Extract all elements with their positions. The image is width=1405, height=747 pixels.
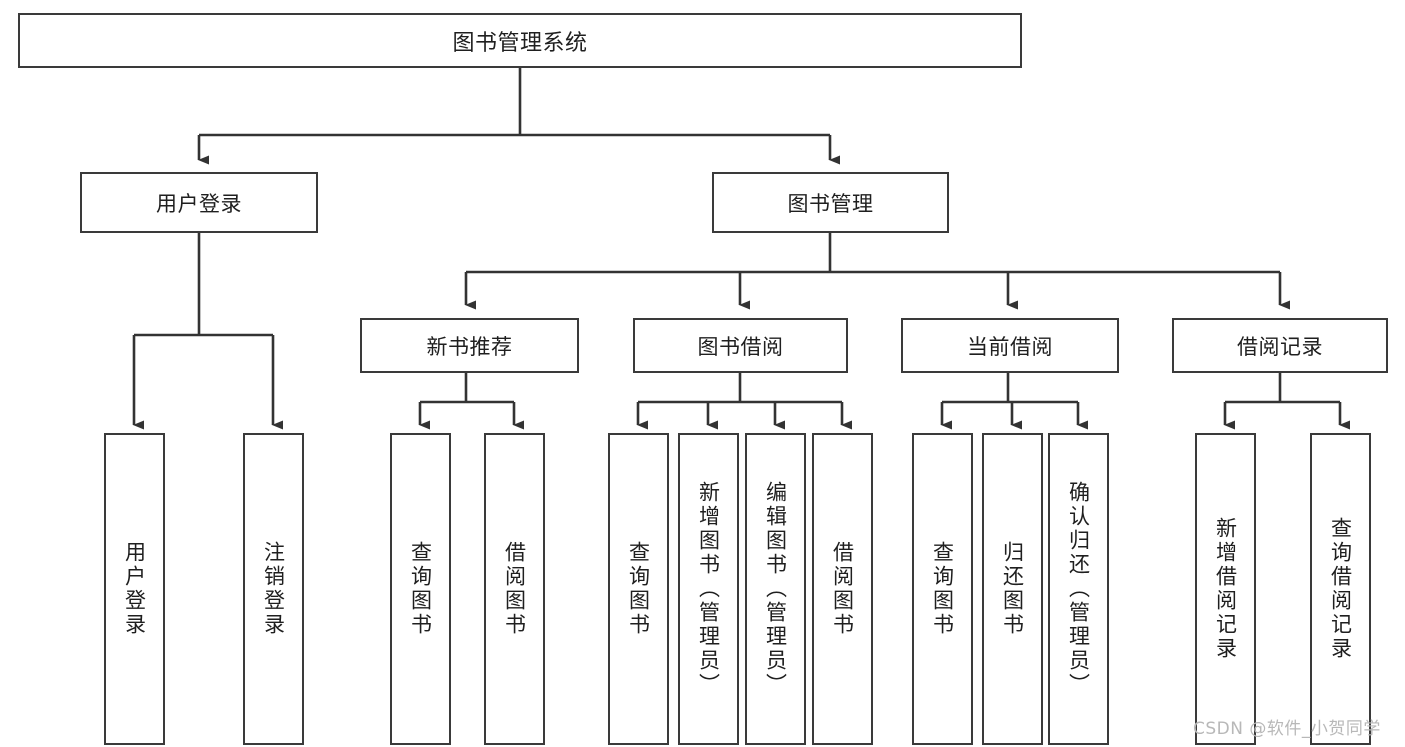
leaf-borrow-book-2-label: 借阅图书 — [830, 541, 855, 637]
node-borrow-record-label: 借阅记录 — [1237, 334, 1323, 359]
leaf-query-book-3-label: 查询图书 — [930, 541, 955, 637]
leaf-user-login[interactable]: 用户登录 — [104, 433, 165, 745]
leaf-add-record-label: 新增借阅记录 — [1213, 517, 1238, 661]
node-new-book-recommend-label: 新书推荐 — [426, 334, 513, 359]
leaf-logout-label: 注销登录 — [261, 541, 286, 637]
leaf-query-book-2-label: 查询图书 — [626, 541, 651, 637]
leaf-edit-book-label: 编辑图书（管理员） — [763, 481, 788, 697]
node-new-book-recommend[interactable]: 新书推荐 — [360, 318, 579, 373]
node-book-manage-label: 图书管理 — [787, 191, 874, 216]
node-book-borrow[interactable]: 图书借阅 — [633, 318, 848, 373]
leaf-edit-book[interactable]: 编辑图书（管理员） — [745, 433, 806, 745]
node-user-login[interactable]: 用户登录 — [80, 172, 318, 233]
leaf-logout[interactable]: 注销登录 — [243, 433, 304, 745]
node-book-borrow-label: 图书借阅 — [697, 334, 784, 359]
leaf-query-book-1[interactable]: 查询图书 — [390, 433, 451, 745]
leaf-borrow-book-2[interactable]: 借阅图书 — [812, 433, 873, 745]
leaf-user-login-label: 用户登录 — [122, 541, 147, 637]
csdn-watermark-text: CSDN @软件_小贺同学 — [1193, 719, 1381, 739]
leaf-query-book-1-label: 查询图书 — [408, 541, 433, 637]
leaf-return-book[interactable]: 归还图书 — [982, 433, 1043, 745]
csdn-watermark: CSDN @软件_小贺同学 — [1193, 714, 1381, 739]
node-borrow-record[interactable]: 借阅记录 — [1172, 318, 1388, 373]
leaf-query-record-label: 查询借阅记录 — [1328, 517, 1353, 661]
leaf-return-book-label: 归还图书 — [1000, 541, 1025, 637]
leaf-add-record[interactable]: 新增借阅记录 — [1195, 433, 1256, 745]
node-book-manage[interactable]: 图书管理 — [712, 172, 949, 233]
leaf-borrow-book-1[interactable]: 借阅图书 — [484, 433, 545, 745]
leaf-query-book-3[interactable]: 查询图书 — [912, 433, 973, 745]
leaf-add-book-label: 新增图书（管理员） — [696, 481, 721, 697]
leaf-add-book[interactable]: 新增图书（管理员） — [678, 433, 739, 745]
leaf-query-book-2[interactable]: 查询图书 — [608, 433, 669, 745]
node-current-borrow[interactable]: 当前借阅 — [901, 318, 1119, 373]
node-current-borrow-label: 当前借阅 — [967, 334, 1053, 359]
node-root-label: 图书管理系统 — [452, 30, 588, 56]
leaf-query-record[interactable]: 查询借阅记录 — [1310, 433, 1371, 745]
leaf-borrow-book-1-label: 借阅图书 — [502, 541, 527, 637]
leaf-confirm-return-label: 确认归还（管理员） — [1066, 481, 1091, 697]
node-user-login-label: 用户登录 — [156, 191, 242, 216]
leaf-confirm-return[interactable]: 确认归还（管理员） — [1048, 433, 1109, 745]
node-root[interactable]: 图书管理系统 — [18, 13, 1022, 68]
